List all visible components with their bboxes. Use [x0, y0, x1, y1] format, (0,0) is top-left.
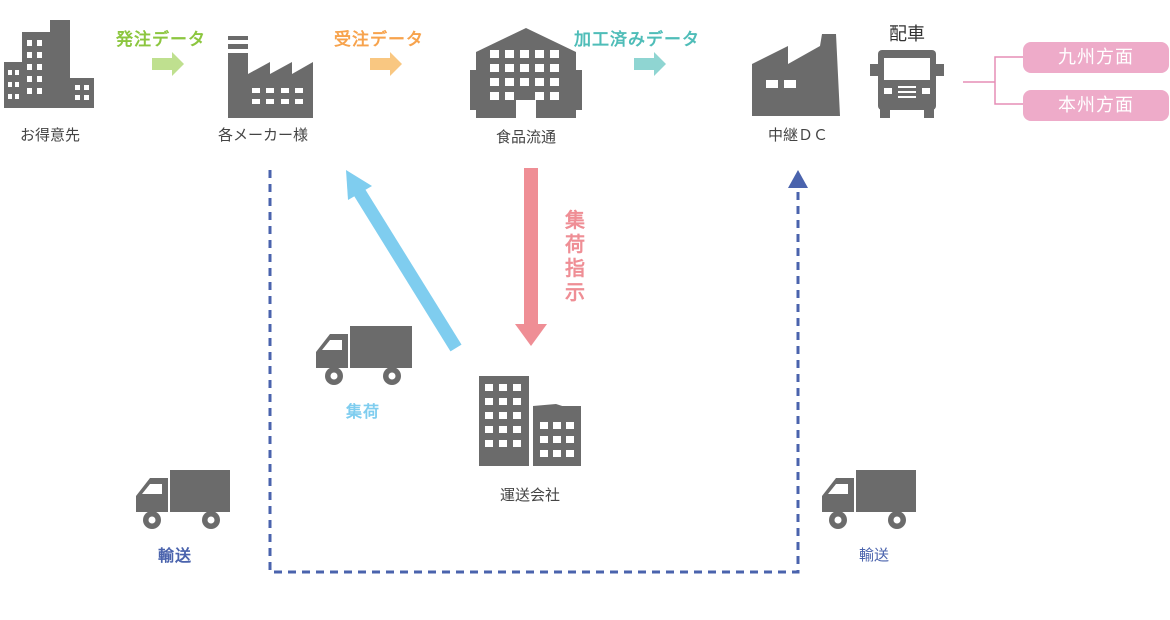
- collection-instruction-label: 集荷指示: [563, 208, 587, 304]
- transport-left-label: 輸送: [158, 546, 193, 565]
- collection-instruction-arrow: [515, 168, 547, 346]
- customer-building-icon: [4, 20, 94, 108]
- processed-data-label: 加工済みデータ: [574, 30, 700, 50]
- transport-route-line: [268, 170, 800, 574]
- carrier-building-icon: [479, 376, 581, 466]
- transport-arrow-head: [788, 170, 808, 188]
- food-distributor-label: 食品流通: [495, 128, 556, 146]
- collection-instruction-text: 集荷指示: [565, 208, 585, 304]
- transport-truck-left-icon: [136, 470, 230, 529]
- pickup-truck-icon: [316, 326, 412, 385]
- pickup-arrow: [346, 170, 462, 352]
- manufacturer-factory-icon: [228, 36, 313, 118]
- food-distributor-building-icon: [470, 28, 582, 118]
- order-data-arrow: [152, 52, 184, 76]
- transport-right-label: 輸送: [858, 546, 889, 564]
- order-data-label: 発注データ: [116, 30, 206, 50]
- relay-dc-factory-icon: [752, 34, 840, 116]
- transport-truck-right-icon: [822, 470, 916, 529]
- destination-honshu: 本州方面: [1023, 90, 1169, 121]
- destination-kyushu: 九州方面: [1023, 42, 1169, 73]
- dispatch-label: 配車: [889, 24, 925, 45]
- manufacturer-label: 各メーカー様: [217, 126, 308, 144]
- dispatch-truck-front-icon: [870, 50, 944, 118]
- carrier-label: 運送会社: [499, 486, 560, 504]
- customer-label: お得意先: [19, 126, 80, 144]
- destination-connector: [963, 56, 1025, 105]
- processed-data-arrow: [634, 52, 666, 76]
- received-data-arrow: [370, 52, 402, 76]
- received-data-label: 受注データ: [334, 30, 424, 50]
- pickup-label: 集荷: [346, 402, 381, 421]
- relay-dc-label: 中継ＤＣ: [767, 126, 828, 144]
